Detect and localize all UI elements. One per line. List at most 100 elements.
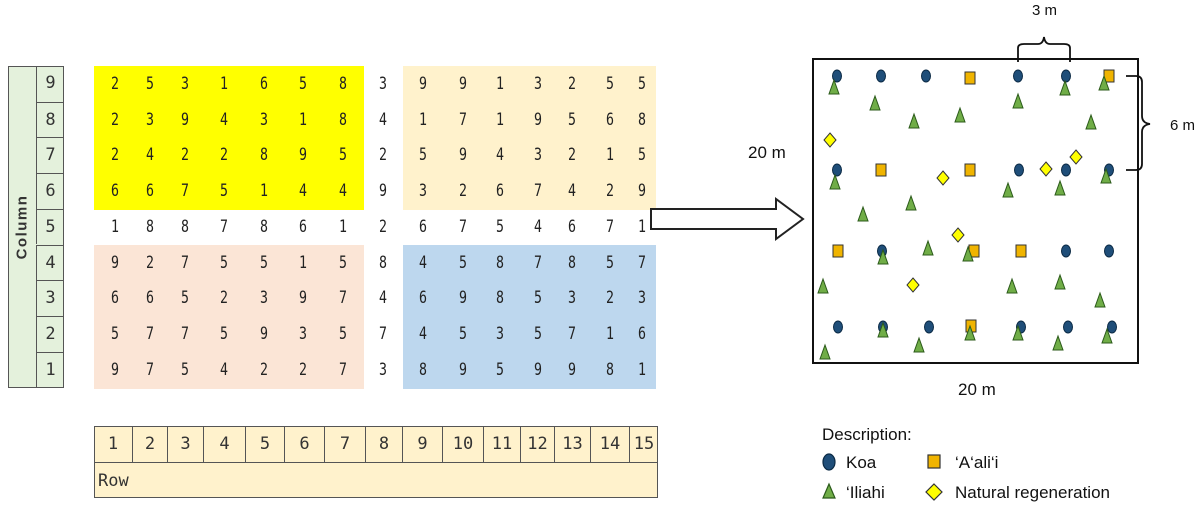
grid-cell: 4 [299,181,307,202]
row-number: 12 [521,426,555,462]
grid-cell: 8 [181,216,189,237]
grid-cell: 6 [299,216,307,237]
grid-cell: 3 [638,288,646,309]
grid-cell: 1 [111,216,119,237]
grid-cell: 6 [146,181,154,202]
grid-cell: 1 [299,252,307,273]
grid-cell: 5 [534,288,542,309]
arrow-icon [650,197,805,241]
grid-cell: 5 [339,145,347,166]
legend-title: Description: [822,425,912,444]
iliahi-marker [962,245,974,262]
iliahi-marker [1052,334,1064,351]
koa-marker [1061,163,1071,177]
row-number: 7 [325,426,366,462]
grid-cell: 9 [181,109,189,130]
iliahi-icon [822,482,836,499]
row-number: 15 [633,434,655,454]
grid-cell: 7 [181,252,189,273]
koa-marker [832,163,842,177]
grid-cell: 1 [299,109,307,130]
grid-cell: 4 [419,252,427,273]
grid-cell: 8 [339,74,347,94]
column-number: 9 [36,66,64,102]
natural-regeneration-icon [925,483,943,501]
grid-cell: 1 [638,216,646,237]
grid-cell: 5 [496,216,504,237]
natural-regeneration-marker [936,170,950,186]
grid-cell: 5 [146,74,154,94]
natural-regeneration-marker [1069,149,1083,165]
iliahi-marker [954,106,966,123]
grid-cell: 9 [459,359,467,380]
grid-cell: 6 [638,323,646,344]
iliahi-marker [913,336,925,353]
natural-regeneration-marker [1039,161,1053,177]
grid-cell: 2 [260,359,268,380]
iliahi-marker [1012,92,1024,109]
grid-cell: 7 [339,359,347,380]
grid-cell: 7 [459,109,467,130]
grid-cell: 1 [220,74,228,94]
grid-cell: 3 [496,323,504,344]
iliahi-marker [819,343,831,360]
koa-marker [832,69,842,83]
grid-cell: 4 [568,181,576,202]
grid-cell: 9 [299,288,307,309]
grid-cell: 4 [419,323,427,344]
koa-marker [1014,163,1024,177]
grid-cell: 9 [379,181,387,202]
column-number: 4 [36,244,64,281]
grid-cell: 5 [339,323,347,344]
column-number: 5 [36,208,64,245]
grid-cell: 7 [459,216,467,237]
natural-regeneration-marker [951,227,965,243]
iliahi-marker [857,205,869,222]
aalii-marker [964,163,976,177]
grid-cell: 7 [146,359,154,380]
row-number: 2 [133,426,168,462]
grid-cell: 6 [606,109,614,130]
column-number: 3 [36,280,64,316]
iliahi-marker [964,324,976,341]
grid-cell: 6 [146,288,154,309]
grid-cell: 1 [496,109,504,130]
grid-cell: 4 [339,181,347,202]
grid-cell: 7 [181,323,189,344]
iliahi-marker [869,94,881,111]
grid-cell: 7 [638,252,646,273]
block-bottom-left [94,245,364,389]
grid-cell: 2 [181,145,189,166]
grid-cell: 5 [459,252,467,273]
legend-iliahi: ‘Iliahi [846,483,885,502]
plot-height-label: 20 m [748,143,786,162]
grid-cell: 5 [496,359,504,380]
grid-cell: 4 [379,109,387,130]
grid-cell: 6 [111,181,119,202]
row-number: 6 [285,426,325,462]
iliahi-marker [1101,327,1113,344]
koa-marker [1061,244,1071,258]
grid-cell: 8 [638,109,646,130]
grid-cell: 2 [299,359,307,380]
iliahi-marker [1085,113,1097,130]
grid-cell: 2 [459,181,467,202]
grid-cell: 5 [638,74,646,94]
grid-cell: 5 [181,359,189,380]
grid-cell: 9 [568,359,576,380]
grid-cell: 3 [568,288,576,309]
grid-cell: 5 [606,74,614,94]
grid-cell: 3 [419,181,427,202]
planting-plot [812,58,1139,364]
grid-cell: 3 [146,109,154,130]
grid-cell: 9 [260,323,268,344]
grid-cell: 4 [146,145,154,166]
grid-cell: 9 [111,359,119,380]
grid-cell: 5 [111,323,119,344]
column-number: 8 [36,101,64,138]
grid-cell: 2 [111,74,119,94]
grid-cell: 7 [181,181,189,202]
iliahi-marker [817,277,829,294]
